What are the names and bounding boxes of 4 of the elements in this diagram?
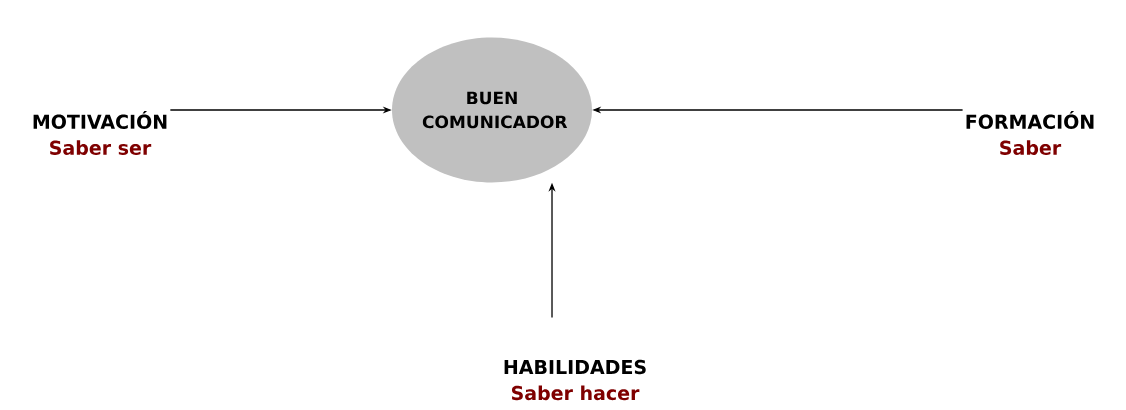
- text-label: HABILIDADES Saber hacer: [504, 359, 646, 401]
- ellipse-node: BUEN COMUNICADOR: [392, 37, 592, 183]
- text-label: FORMACIÓN Saber: [966, 111, 1094, 155]
- text-label: MOTIVACIÓN Saber ser: [33, 111, 167, 155]
